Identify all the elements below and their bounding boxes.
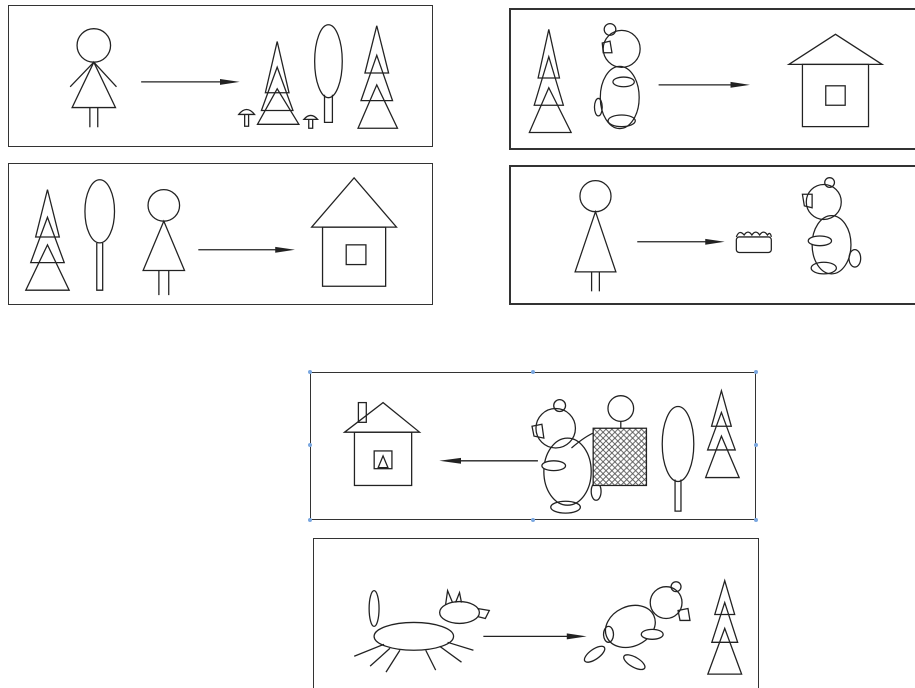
selection-handle[interactable] xyxy=(531,518,535,522)
girl-to-forest-drawing xyxy=(69,24,399,129)
selection-handle[interactable] xyxy=(754,443,758,447)
bear-figure xyxy=(801,177,862,275)
house xyxy=(342,401,422,487)
bear-figure xyxy=(531,398,602,514)
arrow-right xyxy=(141,78,240,85)
bear-girl-basket-to-house-drawing xyxy=(342,388,741,514)
selection-handle[interactable] xyxy=(308,518,312,522)
girl-figure xyxy=(607,395,635,429)
spruce-tree xyxy=(24,189,71,291)
basket xyxy=(592,427,648,487)
mushroom xyxy=(302,114,320,129)
story-panel-6 xyxy=(313,538,759,688)
spruce-tree xyxy=(706,578,743,675)
girl-figure xyxy=(574,179,617,292)
selection-handle[interactable] xyxy=(308,443,312,447)
bear-figure xyxy=(583,581,691,671)
pie-basket xyxy=(735,231,772,254)
deciduous-tree xyxy=(84,179,116,291)
mushroom xyxy=(237,108,256,127)
girl-figure xyxy=(69,28,117,128)
story-panel-1 xyxy=(8,5,433,147)
spruce-tree xyxy=(357,25,399,129)
story-panel-4 xyxy=(509,165,915,305)
selection-handle[interactable] xyxy=(308,370,312,374)
arrow-right xyxy=(637,238,725,245)
spruce-tree xyxy=(528,29,573,134)
story-panel-3 xyxy=(509,8,915,150)
fox-chases-bear-drawing xyxy=(353,578,743,675)
house xyxy=(786,33,885,128)
deciduous-tree xyxy=(314,24,343,123)
spruce-tree xyxy=(256,41,301,125)
girl-figure xyxy=(142,188,186,296)
bear-figure xyxy=(593,22,641,130)
spruce-tree xyxy=(704,388,741,479)
bear-to-house-drawing xyxy=(528,22,885,134)
deciduous-tree xyxy=(661,405,695,512)
story-panel-5[interactable] xyxy=(308,370,758,522)
arrow-right xyxy=(198,246,295,253)
girl-pie-bear-drawing xyxy=(574,177,862,292)
arrow-left xyxy=(439,457,538,464)
arrow-right xyxy=(658,81,750,88)
selection-handle[interactable] xyxy=(754,370,758,374)
fox-figure xyxy=(353,588,491,673)
selection-handle[interactable] xyxy=(754,518,758,522)
house xyxy=(310,176,398,287)
story-panel-2 xyxy=(8,163,433,305)
forest-girl-to-house-drawing xyxy=(24,176,398,296)
arrow-right xyxy=(483,633,587,640)
selection-handle[interactable] xyxy=(531,370,535,374)
